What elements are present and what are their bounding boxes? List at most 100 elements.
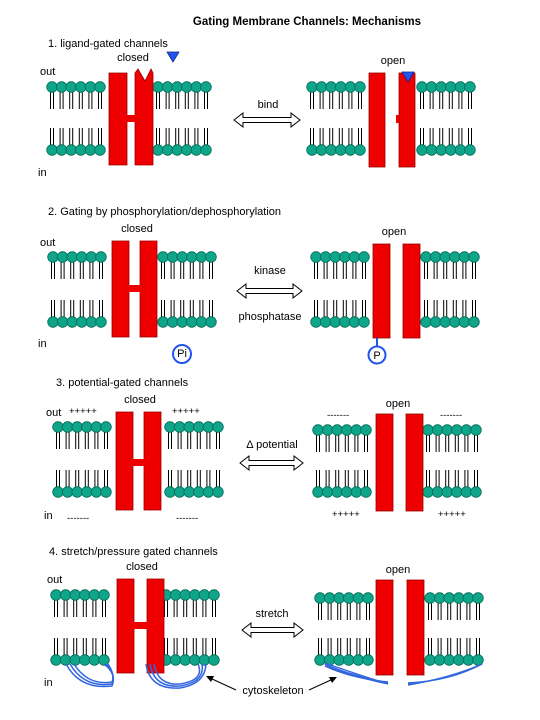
p4-closed-left-lipid-head: [69, 654, 81, 666]
p2-closed-right-lipid-head: [166, 251, 179, 263]
p2-open-right-lipid-head: [458, 251, 471, 263]
panel3-closed-out-signs-left: +++++: [69, 406, 97, 417]
p2-closed-right-lipid-head: [166, 316, 179, 328]
panel2-closed-label: closed: [121, 223, 153, 235]
p4-open-left-lipid-head: [314, 592, 326, 604]
p4-open-left-lipid-head: [343, 592, 355, 604]
p4-closed-channel-right-subunit: [146, 578, 165, 674]
p4-open-left-lipid-head: [352, 592, 365, 604]
panel4-open-label: open: [386, 564, 410, 576]
p3-closed-right-lipid-head: [193, 486, 205, 498]
p2-open-right-lipid-head: [439, 316, 451, 328]
p4-open-channel-left-subunit: [375, 579, 394, 676]
p4-closed-right-lipid-head: [189, 654, 201, 666]
p1-open-right-lipid-head: [425, 144, 438, 156]
p2-closed-channel-left-subunit: [111, 240, 130, 338]
p1-open-right-lipid-head: [435, 81, 447, 93]
p4-open-right-lipid-head: [443, 592, 455, 604]
p1-closed-channel-left-subunit: [108, 72, 128, 166]
p3-open-left-lipid-head: [360, 424, 372, 436]
p4-open-right-lipid-head: [433, 592, 446, 604]
p1-closed-left-lipid-head: [46, 144, 58, 156]
p2-open-left-lipid-head: [310, 316, 322, 328]
p3-double-arrow-icon: [239, 454, 304, 472]
p1-closed-right-lipid-head: [152, 144, 164, 156]
panel3-closed-label: closed: [124, 394, 156, 406]
diagram-title: Gating Membrane Channels: Mechanisms: [193, 16, 421, 28]
p3-closed-right-lipid-head: [173, 486, 186, 498]
p1-open-right-lipid-head: [425, 81, 438, 93]
panel3-open-in-signs-left: +++++: [332, 509, 360, 520]
p3-closed-left-lipid-head: [90, 421, 103, 433]
p3-closed-left-lipid-head: [52, 486, 64, 498]
p2-closed-left-lipid-head: [95, 316, 107, 328]
p3-open-left-lipid-head: [321, 486, 334, 498]
p3-open-right-lipid-head: [431, 486, 444, 498]
p3-open-right-lipid-head: [422, 424, 434, 436]
panel3-heading: 3. potential-gated channels: [56, 377, 189, 389]
p3-open-left-lipid-head: [312, 486, 324, 498]
p1-open-left-lipid-head: [344, 144, 357, 156]
p3-closed-left-lipid-head: [52, 421, 64, 433]
p4-closed-right-lipid-head: [179, 589, 191, 601]
p2-closed-left-lipid-head: [95, 251, 107, 263]
p3-closed-right-lipid-head: [202, 421, 215, 433]
p1-open-right-lipid-head: [464, 144, 476, 156]
p4-open-left-lipid-head: [333, 654, 345, 666]
p3-closed-left-lipid-head: [81, 486, 93, 498]
p2-closed-channel-gate-bar: [128, 285, 141, 292]
cytoskeleton-fiber-right: [149, 663, 204, 687]
p3-open-right-lipid-head: [451, 486, 463, 498]
p4-open-left-lipid-head: [323, 592, 336, 604]
p3-open-left-lipid-head: [312, 424, 324, 436]
p4-open-right-lipid-head: [443, 654, 455, 666]
cytoskeleton-pointer-right-head-icon: [329, 677, 337, 683]
p4-open-left-lipid-head: [352, 654, 365, 666]
p1-open-left-lipid-head: [335, 144, 347, 156]
p1-open-channel-left-subunit: [368, 72, 386, 168]
panel4-out-label: out: [47, 574, 62, 586]
p3-open-left-lipid-head: [341, 486, 353, 498]
p4-open-right-lipid-head: [472, 592, 484, 604]
diagram-artwork: [46, 51, 484, 691]
p2-closed-left-lipid-head: [47, 251, 59, 263]
p3-closed-right-lipid-head: [183, 421, 195, 433]
p1-open-right-lipid-head: [416, 81, 428, 93]
panel3-arrow-label: Δ potential: [246, 439, 297, 451]
p1-open-left-lipid-head: [354, 144, 366, 156]
p3-open-left-lipid-head: [331, 486, 343, 498]
p1-open-left-lipid-head: [306, 81, 318, 93]
p2-closed-left-lipid-head: [76, 316, 88, 328]
panel3-closed-in-signs-right: -------: [176, 513, 198, 524]
p2-open-right-lipid-head: [449, 251, 461, 263]
p3-open-right-lipid-head: [460, 486, 473, 498]
p3-open-left-lipid-head: [350, 486, 363, 498]
p2-double-arrow-icon: [236, 282, 303, 300]
p1-bound-ligand-icon: [401, 71, 415, 83]
p4-closed-left-lipid-head: [79, 589, 91, 601]
cytoskeleton-fiber-stretched-right: [407, 663, 483, 684]
p2-closed-left-lipid-head: [56, 251, 69, 263]
p4-closed-right-lipid-head: [179, 654, 191, 666]
p2-open-left-lipid-head: [339, 251, 351, 263]
p1-closed-right-lipid-head: [171, 144, 183, 156]
cytoskeleton-fiber-left: [73, 663, 114, 684]
p4-open-right-lipid-head: [453, 654, 465, 666]
p2-open-left-lipid-head: [348, 251, 361, 263]
panel2-in-label: in: [38, 338, 47, 350]
p4-closed-left-lipid-head: [79, 654, 91, 666]
p3-closed-left-lipid-head: [81, 421, 93, 433]
p1-closed-right-lipid-head: [200, 81, 212, 93]
panel3-open-label: open: [386, 398, 410, 410]
cytoskeleton-pointer-right: [308, 678, 334, 691]
p2-closed-right-lipid-head: [176, 251, 188, 263]
panel3-open-out-signs-right: -------: [440, 410, 462, 421]
p1-open-left-lipid-head: [315, 144, 328, 156]
panel2-heading: 2. Gating by phosphorylation/dephosphory…: [48, 206, 281, 218]
p2-open-channel-right-subunit: [402, 243, 421, 339]
p2-open-left-lipid-head: [339, 316, 351, 328]
p2-open-left-lipid-head: [358, 251, 370, 263]
p3-closed-left-lipid-head: [71, 421, 83, 433]
p2-open-right-lipid-head: [420, 251, 432, 263]
p1-closed-left-lipid-head: [84, 81, 97, 93]
